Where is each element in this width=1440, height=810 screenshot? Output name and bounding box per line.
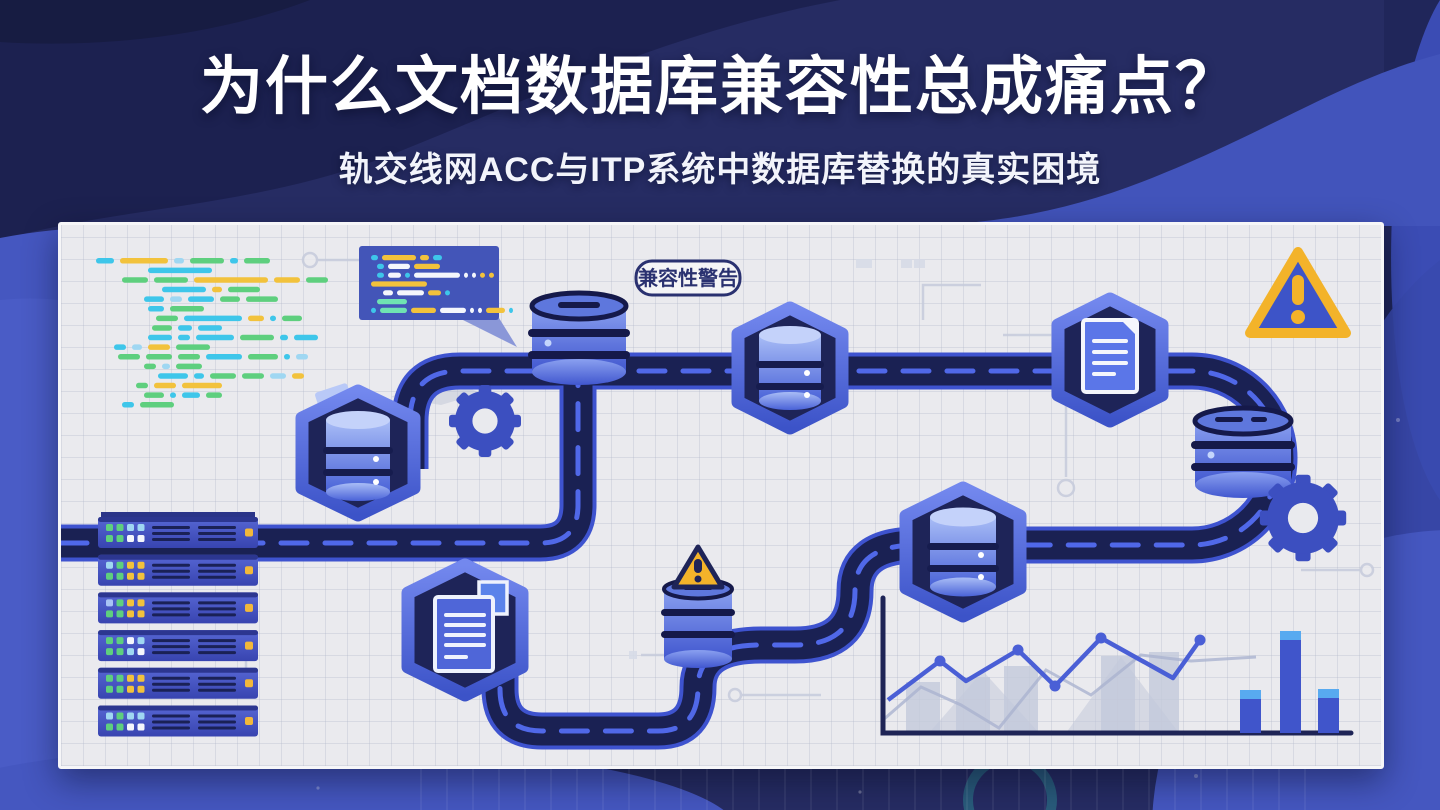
- data-point: [934, 655, 946, 667]
- faded-peak: [1066, 657, 1179, 733]
- faded-peak: [929, 671, 1039, 733]
- gear-icons: [449, 385, 1347, 562]
- shield-database-icon-top: [731, 301, 849, 435]
- data-point: [1049, 680, 1061, 692]
- bar: [1240, 699, 1261, 733]
- document-shield-icon-bottom: [401, 558, 529, 702]
- folded-corner: [1121, 320, 1137, 336]
- compatibility-warning-badge: 兼容性警告: [634, 259, 742, 297]
- server-unit: [98, 592, 258, 624]
- bar: [1318, 698, 1339, 733]
- road: [61, 352, 1298, 750]
- bar-cap: [1240, 690, 1261, 699]
- bubble-tail: [459, 318, 517, 347]
- gear-icon: [449, 385, 521, 457]
- faded-bar: [906, 682, 940, 733]
- database-stack-icon: [528, 290, 630, 385]
- data-point: [1012, 644, 1024, 656]
- road-dashed-line: [61, 368, 1282, 734]
- code-editor-lines: [371, 255, 513, 313]
- server-unit: [98, 667, 258, 699]
- code-snippet-block: [96, 258, 328, 408]
- server-unit: [98, 517, 258, 548]
- data-point: [1095, 632, 1107, 644]
- code-editor-bubble: [359, 246, 517, 347]
- bar-cap: [1280, 631, 1301, 640]
- illustration-panel: 兼容性警告: [58, 222, 1384, 769]
- mini-chart: [880, 595, 1354, 736]
- faded-line: [882, 653, 1257, 730]
- bottom-stripe-texture: [420, 766, 1320, 810]
- server-unit: [98, 554, 258, 586]
- top-right-blue-wave: [872, 54, 1440, 227]
- database-stack-icon-right: [1191, 405, 1295, 498]
- chart-axis: [880, 595, 1354, 736]
- top-left-corner-wave: [0, 0, 310, 44]
- shield-database-icon-bottom: [899, 481, 1027, 623]
- bar-cap: [1318, 689, 1339, 698]
- compatibility-warning-label: 兼容性警告: [638, 266, 738, 290]
- server-unit: [98, 630, 258, 662]
- gear-icon: [1259, 474, 1347, 562]
- bar: [1280, 640, 1301, 733]
- data-point: [1194, 634, 1206, 646]
- server-rack-icon: [98, 512, 258, 737]
- shield-database-icon-left: [295, 383, 421, 522]
- page-title: 为什么文档数据库兼容性总成痛点？: [200, 52, 1240, 122]
- page-subtitle: 轨交线网ACC与ITP系统中数据库替换的真实困境: [338, 151, 1102, 189]
- database-warning-icon: [661, 544, 735, 668]
- document-shield-icon-top: [1051, 292, 1169, 428]
- warning-triangle-icon: [1245, 247, 1351, 338]
- top-left-dark-wave: [0, 0, 840, 240]
- server-unit: [98, 705, 258, 737]
- small-warning-triangle-icon: [671, 544, 725, 590]
